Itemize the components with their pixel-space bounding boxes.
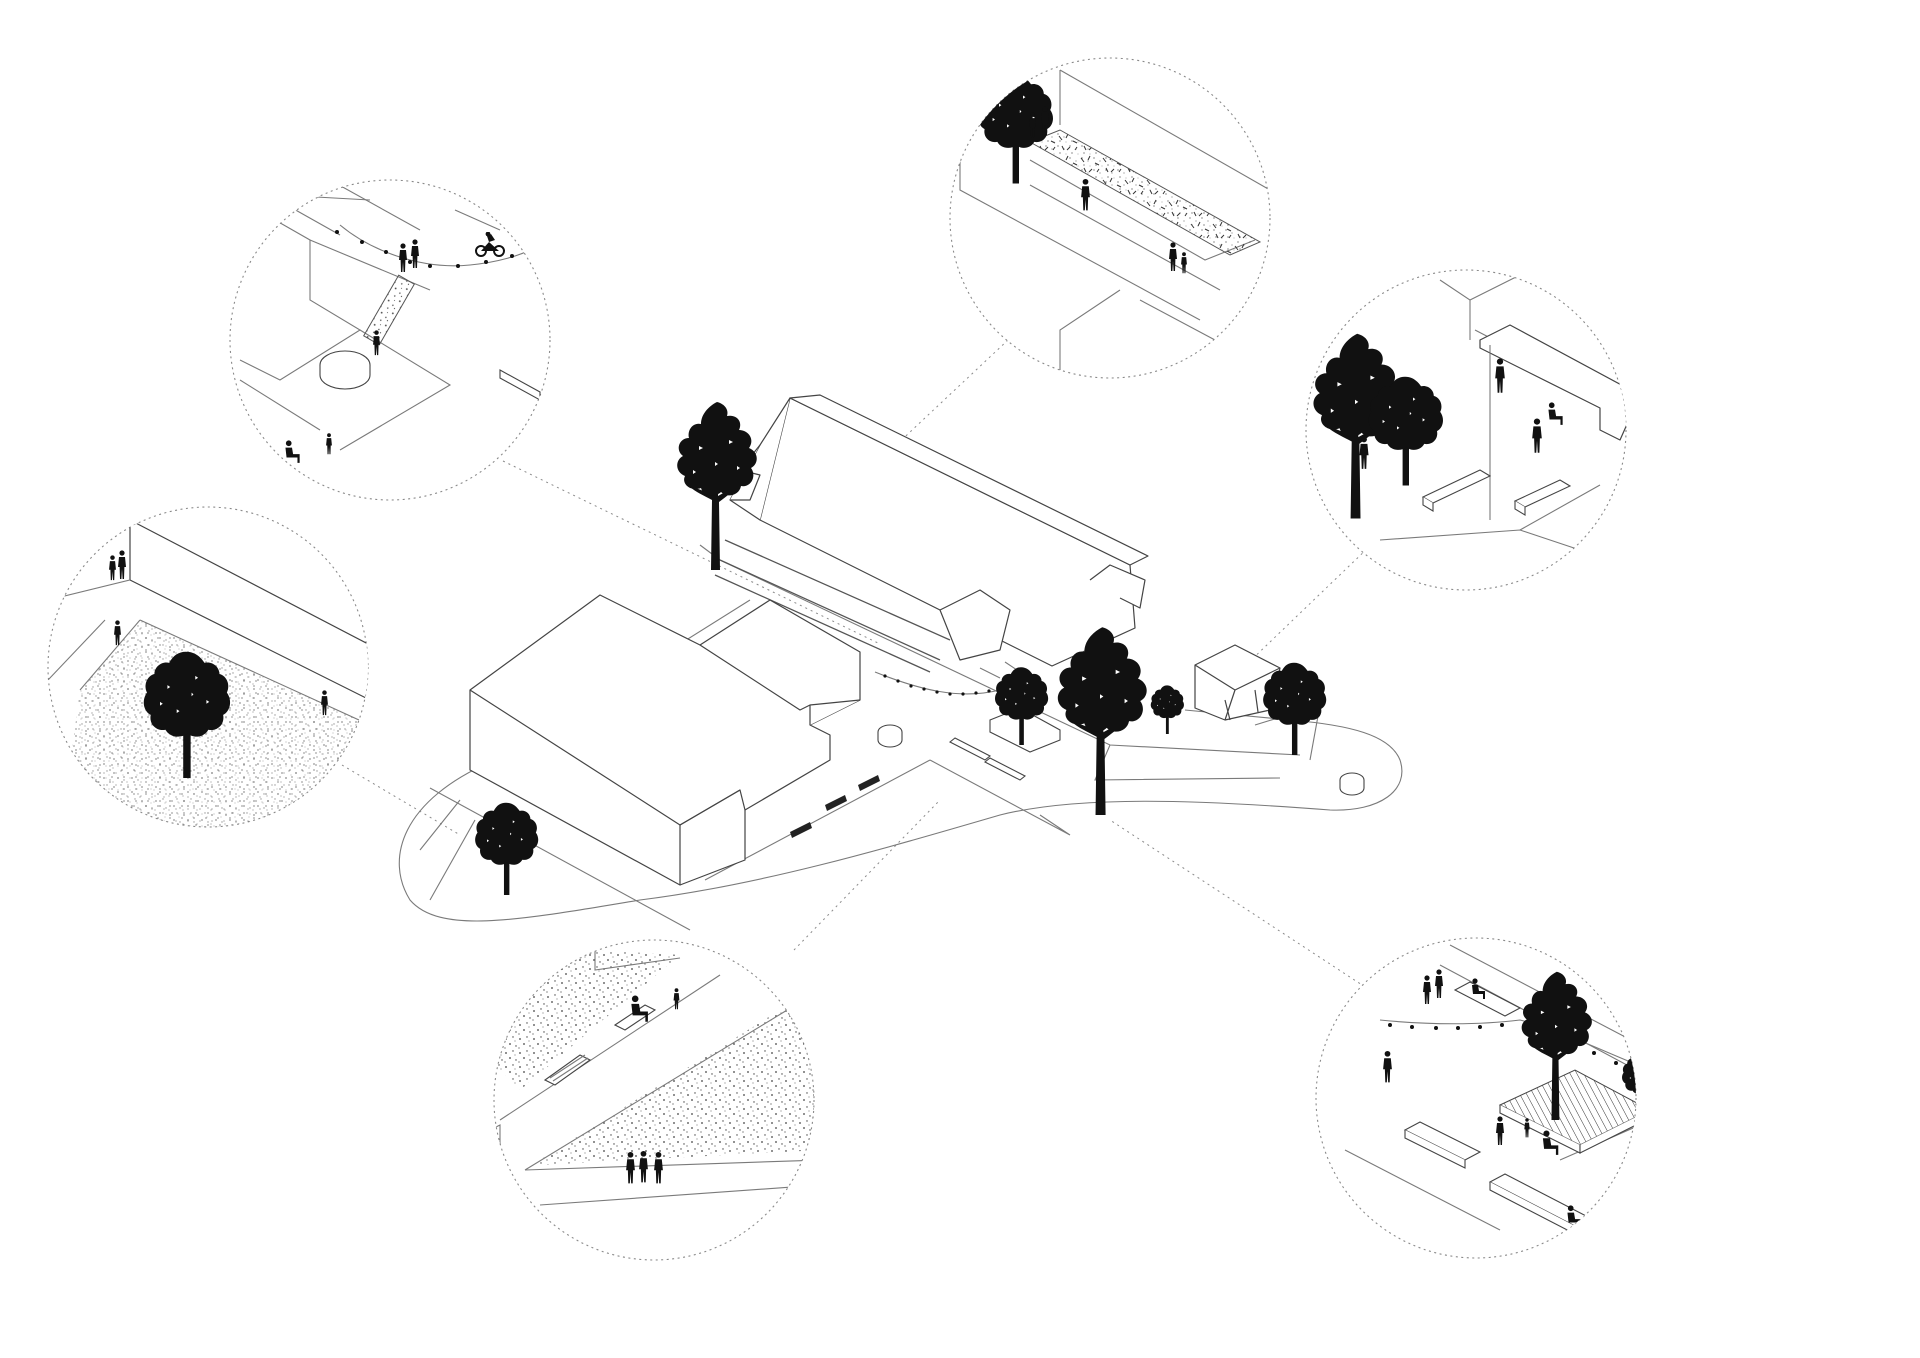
site-plan — [398, 394, 1403, 931]
bench-dark — [790, 822, 812, 838]
tree-icon — [1150, 685, 1184, 734]
callout-south-promenade — [493, 939, 815, 1261]
tree-icon — [677, 402, 757, 570]
tree-icon — [475, 802, 539, 895]
callout-southeast-plaza — [1315, 937, 1637, 1259]
road-edge — [699, 544, 1301, 756]
callout-northwest-lane — [229, 179, 551, 501]
callout-east-garden — [1305, 269, 1627, 591]
string-lights — [883, 674, 991, 696]
callout-north-path — [949, 57, 1271, 379]
tree-icon — [1263, 662, 1327, 755]
building-main-block — [469, 594, 861, 886]
site-boundary — [398, 599, 1403, 922]
callout-west-square — [47, 506, 369, 828]
